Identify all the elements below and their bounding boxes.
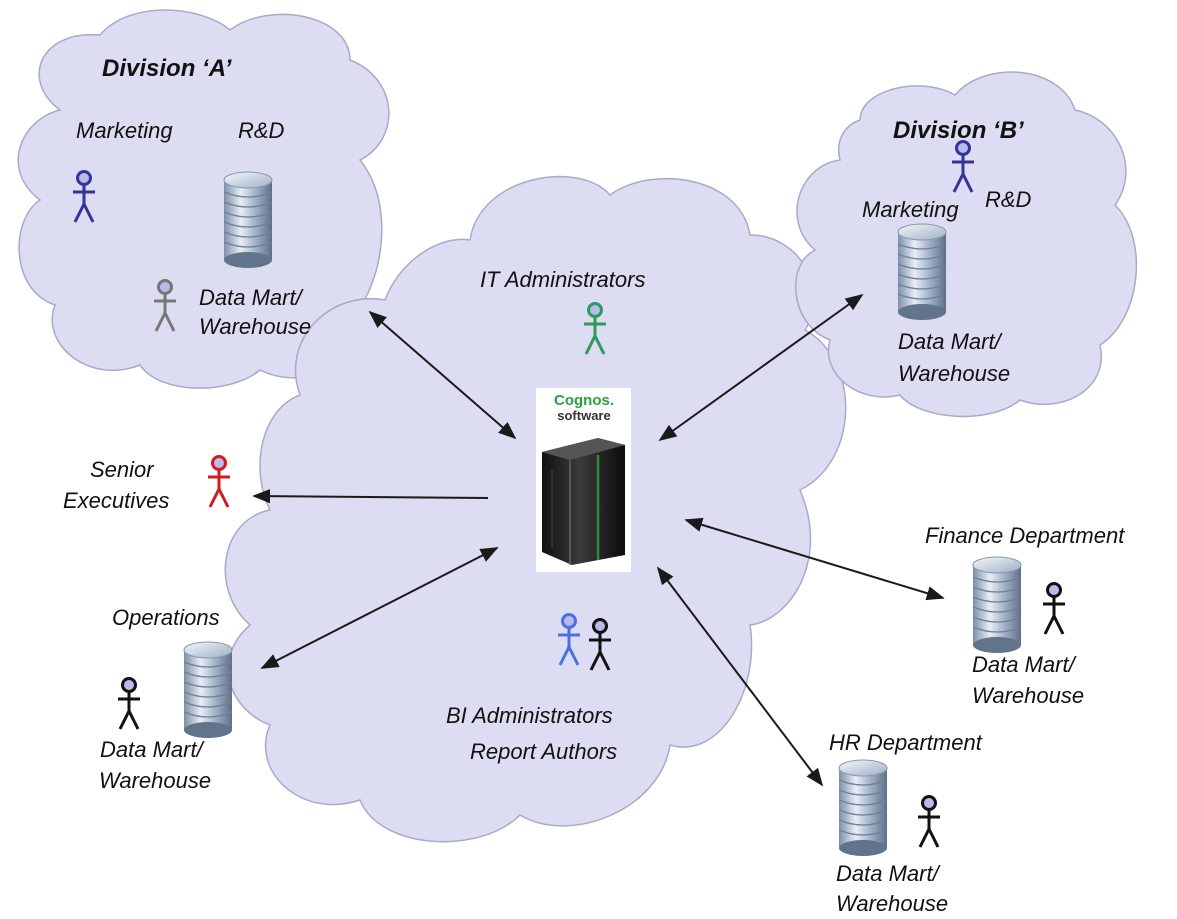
arrow-division-a	[368, 310, 517, 440]
arrow-division-b	[658, 293, 864, 442]
senior-executives-line1: Senior	[90, 457, 154, 482]
division-b-dm-line2: Warehouse	[898, 361, 1011, 386]
operations-dm-line2: Warehouse	[99, 768, 212, 793]
it-administrators-label: IT Administrators	[480, 267, 646, 292]
operations-title: Operations	[112, 605, 220, 630]
finance-title: Finance Department	[925, 523, 1125, 548]
person-icon-senior-executive	[206, 455, 232, 509]
person-icon-finance	[1041, 582, 1067, 636]
logo-line-1: Cognos.	[554, 392, 614, 409]
logo-line-2: software	[557, 408, 611, 423]
arrow-finance	[684, 517, 945, 601]
database-icon-operations	[183, 641, 233, 739]
database-icon-hr	[838, 759, 888, 857]
database-icon-division-a	[223, 171, 273, 269]
finance-dm-line2: Warehouse	[972, 683, 1085, 708]
hr-dm-line2: Warehouse	[836, 891, 949, 916]
division-a-title: Division ‘A’	[102, 55, 232, 82]
arrow-senior-executives	[252, 488, 489, 504]
database-icon-finance	[972, 556, 1022, 654]
division-b-rnd-label: R&D	[985, 187, 1032, 212]
division-a-marketing-label: Marketing	[76, 118, 173, 143]
division-b-marketing-label: Marketing	[862, 197, 959, 222]
division-a-dm-line2: Warehouse	[199, 314, 312, 339]
division-b-title: Division ‘B’	[893, 117, 1024, 144]
hr-title: HR Department	[829, 730, 982, 755]
cloud-division-b	[794, 71, 1138, 418]
arrow-hr	[656, 566, 824, 787]
cognos-server	[536, 388, 631, 572]
division-b-dm-line1: Data Mart/	[898, 329, 1001, 354]
division-a-rnd-label: R&D	[238, 118, 285, 143]
hr-dm-line1: Data Mart/	[836, 861, 939, 886]
person-icon-hr	[916, 795, 942, 849]
cognos-logo: Cognos. software	[548, 393, 620, 423]
operations-dm-line1: Data Mart/	[100, 737, 203, 762]
division-a-dm-line1: Data Mart/	[199, 285, 302, 310]
finance-dm-line1: Data Mart/	[972, 652, 1075, 677]
person-icon-operations	[116, 677, 142, 731]
arrow-operations	[260, 547, 499, 669]
database-icon-division-b	[897, 223, 947, 321]
report-authors-label: Report Authors	[470, 739, 618, 764]
bi-administrators-label: BI Administrators	[446, 703, 613, 728]
senior-executives-line2: Executives	[63, 488, 170, 513]
